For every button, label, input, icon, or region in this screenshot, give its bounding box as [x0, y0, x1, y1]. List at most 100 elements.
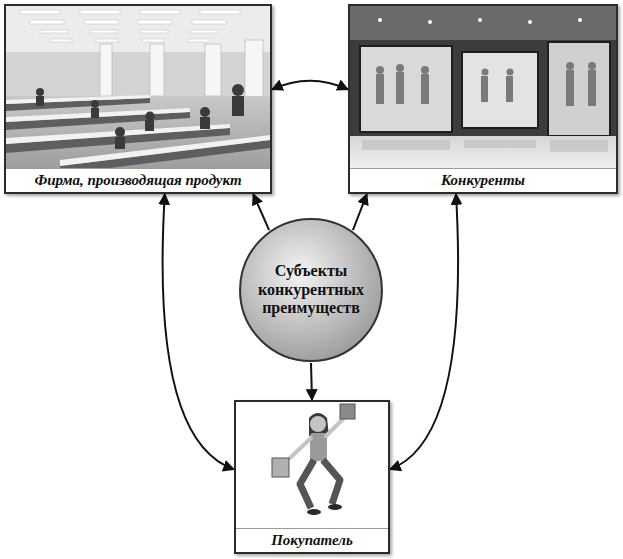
- buyer-photo: [236, 402, 388, 528]
- illustration-polygon: [60, 140, 270, 168]
- illustration-rect: [90, 30, 118, 33]
- illustration-rect: [188, 39, 210, 42]
- illustration-rect: [340, 404, 355, 419]
- circle-label: Субъекты конкурентных преимуществ: [252, 262, 370, 317]
- buyer-box: Покупатель: [234, 400, 390, 554]
- illustration-circle: [507, 69, 514, 76]
- illustration-rect: [464, 140, 536, 148]
- illustration-rect: [84, 20, 118, 24]
- illustration-path: [290, 438, 311, 458]
- illustration-circle: [428, 20, 432, 24]
- box-caption: Покупатель: [271, 529, 353, 551]
- illustration-circle: [232, 84, 244, 96]
- illustration-rect: [6, 6, 270, 52]
- illustration-rect: [140, 30, 168, 33]
- illustration-path: [300, 460, 314, 508]
- illustration-rect: [350, 6, 616, 40]
- connector-arrow: [353, 194, 367, 230]
- shop-photo: [350, 6, 616, 168]
- illustration-rect: [142, 39, 164, 42]
- illustration-rect: [200, 117, 210, 129]
- illustration-circle: [482, 69, 489, 76]
- illustration-ellipse: [328, 504, 342, 510]
- illustration-rect: [205, 44, 221, 96]
- illustration-g: [362, 140, 608, 152]
- firm-box: Фирма, производящая продукт: [4, 4, 272, 194]
- illustration-rect: [150, 44, 164, 96]
- illustration-rect: [100, 44, 112, 96]
- illustration-rect: [138, 20, 172, 24]
- illustration-polygon: [6, 108, 190, 122]
- illustration-rect: [80, 10, 120, 14]
- illustration-rect: [6, 96, 270, 168]
- illustration-circle: [378, 18, 382, 22]
- illustration-polygon: [60, 135, 270, 166]
- illustration-rect: [190, 30, 218, 33]
- illustration-rect: [192, 20, 226, 24]
- illustration-rect: [362, 140, 450, 150]
- illustration-rect: [232, 96, 244, 116]
- illustration-circle: [528, 20, 532, 24]
- connector-arrow: [163, 194, 234, 469]
- box-caption: Фирма, производящая продукт: [34, 169, 241, 191]
- illustration-g: [378, 18, 582, 24]
- illustration-rect: [396, 72, 404, 104]
- caption-band: Покупатель: [236, 528, 388, 552]
- illustration-rect: [40, 30, 68, 33]
- illustration-rect: [481, 76, 488, 102]
- illustration-circle: [578, 18, 582, 22]
- illustration-rect: [30, 20, 64, 24]
- illustration-rect: [50, 39, 72, 42]
- illustration-g: [6, 95, 270, 166]
- illustration-g: [20, 10, 240, 42]
- illustration-rect: [236, 402, 388, 528]
- illustration-circle: [115, 127, 125, 137]
- competitors-box: Конкуренты: [348, 4, 618, 194]
- illustration-rect: [140, 10, 180, 14]
- illustration-g: [36, 84, 244, 149]
- illustration-rect: [421, 74, 429, 104]
- illustration-rect: [566, 70, 574, 106]
- illustration-rect: [588, 70, 596, 106]
- illustration-circle: [146, 112, 155, 121]
- illustration-circle: [421, 66, 429, 74]
- illustration-rect: [360, 46, 452, 132]
- illustration-rect: [200, 10, 240, 14]
- illustration-rect: [245, 40, 263, 98]
- connector-arrow: [253, 194, 269, 230]
- illustration-circle: [310, 416, 326, 432]
- illustration-g: [376, 62, 596, 106]
- illustration-rect: [115, 137, 125, 149]
- illustration-rect: [376, 74, 384, 104]
- illustration-rect: [272, 458, 289, 477]
- illustration-circle: [588, 62, 596, 70]
- illustration-rect: [548, 42, 610, 136]
- connector-arrow: [311, 363, 312, 400]
- illustration-rect: [6, 6, 270, 168]
- circle-text-group: Субъекты конкурентных преимуществ: [252, 262, 370, 317]
- illustration-path: [326, 418, 344, 436]
- illustration-rect: [36, 96, 44, 106]
- illustration-rect: [96, 39, 118, 42]
- caption-band: Конкуренты: [350, 168, 616, 192]
- illustration-polygon: [6, 95, 150, 104]
- illustration-rect: [20, 10, 60, 14]
- illustration-ellipse: [307, 509, 321, 515]
- subjects-circle: Субъекты конкурентных преимуществ: [238, 217, 384, 363]
- illustration-rect: [91, 108, 99, 118]
- illustration-rect: [350, 6, 616, 168]
- illustration-rect: [550, 140, 608, 152]
- illustration-g: [6, 98, 270, 168]
- illustration-circle: [376, 66, 384, 74]
- illustration-rect: [350, 136, 616, 168]
- circle-shape: [240, 219, 382, 361]
- illustration-rect: [145, 120, 154, 131]
- illustration-rect: [462, 52, 538, 128]
- box-caption: Конкуренты: [441, 169, 525, 191]
- illustration-circle: [478, 18, 482, 22]
- illustration-g: [100, 40, 263, 98]
- illustration-path: [323, 460, 340, 504]
- illustration-path: [309, 413, 329, 436]
